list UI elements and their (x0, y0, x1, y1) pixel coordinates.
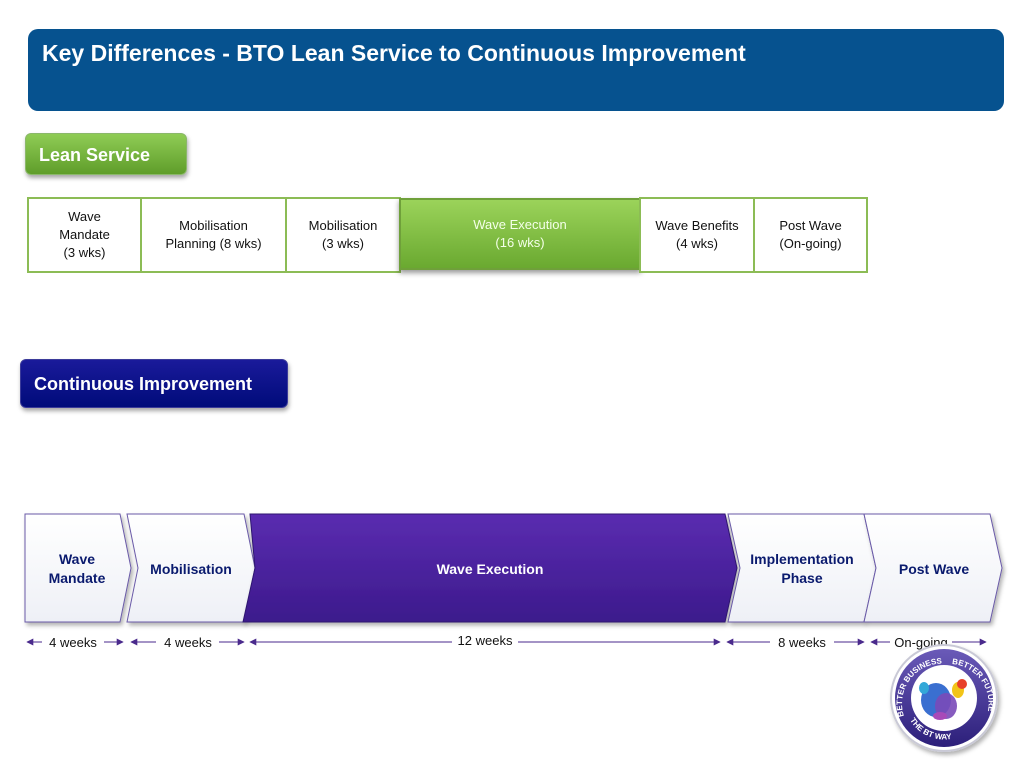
ci-step-label: Mandate (49, 570, 106, 586)
ci-duration-mobilisation: 4 weeks (130, 635, 245, 650)
lean-service-label: Lean Service (25, 133, 187, 175)
lean-phase-post-wave: Post Wave (On-going) (753, 197, 868, 273)
ci-step-label: Wave Execution (437, 561, 544, 577)
ci-duration-label: 8 weeks (778, 635, 826, 650)
title-bar: Key Differences - BTO Lean Service to Co… (28, 29, 1004, 111)
ci-step-mobilisation: Mobilisation (126, 513, 256, 623)
ci-duration-wave-execution: 12 weeks (249, 633, 721, 648)
ci-step-implementation-phase: Implementation Phase (727, 513, 877, 623)
lean-phase-line: (4 wks) (676, 236, 718, 251)
lean-phase-line: Planning (8 wks) (165, 236, 262, 251)
lean-phase-mobilisation: Mobilisation (3 wks) (285, 197, 401, 273)
ci-step-label: Phase (781, 570, 822, 586)
lean-phase-line: Mobilisation (179, 218, 248, 233)
lean-phase-line: Mandate (59, 227, 110, 242)
ci-step-label: Mobilisation (150, 561, 232, 577)
lean-phase-line: Post Wave (779, 218, 842, 233)
lean-phase-line: (3 wks) (63, 245, 106, 260)
ci-duration-label: 12 weeks (458, 633, 513, 648)
bt-piper-icon (919, 679, 967, 720)
ci-step-label: Wave (59, 551, 95, 567)
lean-phase-line: Wave Execution (473, 217, 567, 232)
lean-phase-line: (16 wks) (495, 235, 545, 250)
ci-step-wave-mandate: Wave Mandate (24, 513, 132, 623)
page-title: Key Differences - BTO Lean Service to Co… (42, 40, 746, 66)
ci-step-wave-execution: Wave Execution (242, 513, 738, 623)
ci-duration-label: 4 weeks (49, 635, 97, 650)
lean-phase-line: (3 wks) (322, 236, 364, 251)
ci-duration-implementation: 8 weeks (726, 635, 865, 650)
lean-phase-mobilisation-planning: Mobilisation Planning (8 wks) (140, 197, 287, 273)
ci-duration-wave-mandate: 4 weeks (26, 635, 124, 650)
lean-phase-wave-execution: Wave Execution (16 wks) (399, 198, 641, 270)
lean-phase-line: (On-going) (779, 236, 842, 251)
lean-phase-line: Wave (68, 209, 101, 224)
continuous-improvement-label: Continuous Improvement (20, 359, 288, 408)
bt-way-logo: BETTER BUSINESS BETTER FUTURE THE BT WAY (890, 644, 998, 752)
ci-step-post-wave: Post Wave (863, 513, 1003, 623)
ci-step-label: Implementation (750, 551, 853, 567)
lean-phase-line: Wave Benefits (655, 218, 739, 233)
lean-phase-line: Mobilisation (308, 218, 378, 233)
lean-phase-wave-benefits: Wave Benefits (4 wks) (639, 197, 755, 273)
lean-phase-wave-mandate: Wave Mandate (3 wks) (27, 197, 142, 273)
ci-step-label: Post Wave (899, 561, 969, 577)
ci-duration-label: 4 weeks (164, 635, 212, 650)
